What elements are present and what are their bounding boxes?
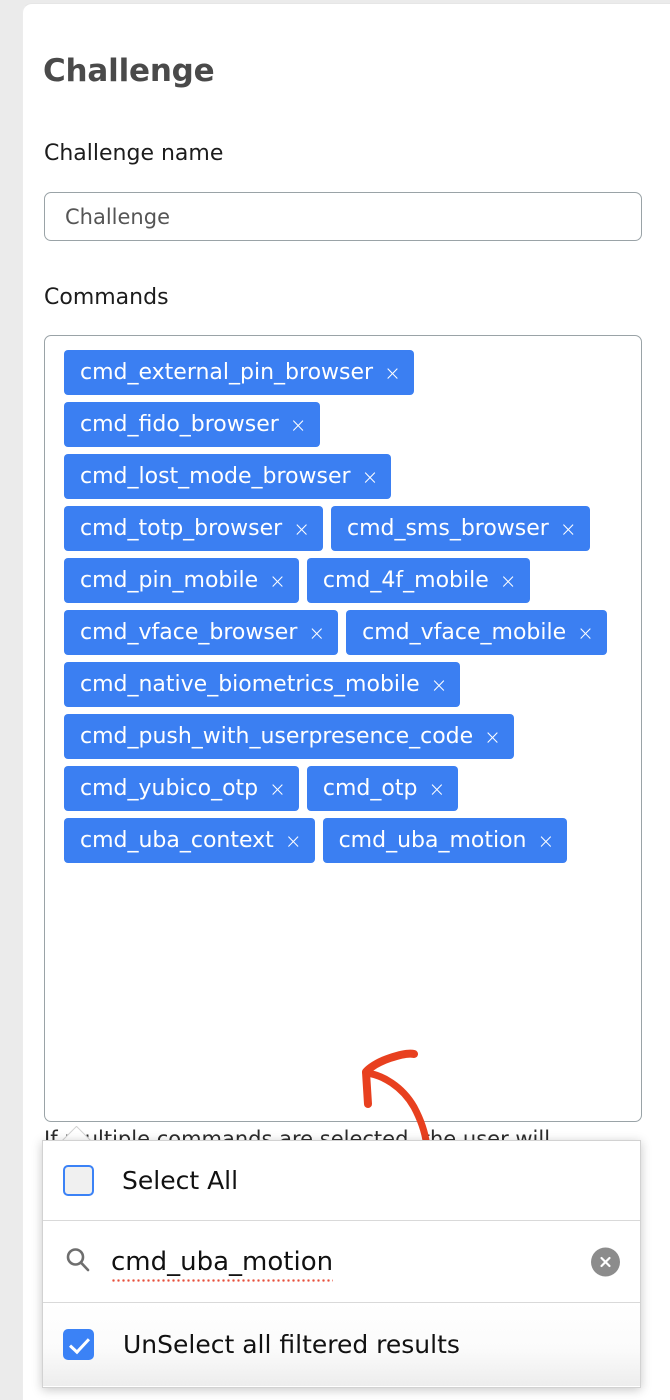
- command-chip-label: cmd_totp_browser: [80, 515, 283, 541]
- dropdown-row-search[interactable]: cmd_uba_motion: [43, 1221, 640, 1303]
- dropdown-row-select-all[interactable]: Select All: [43, 1141, 640, 1221]
- command-chip-remove-icon[interactable]: ×: [384, 360, 401, 385]
- command-chip[interactable]: cmd_external_pin_browser ×: [64, 350, 414, 395]
- command-chip[interactable]: cmd_vface_mobile ×: [346, 610, 607, 655]
- command-chip-label: cmd_native_biometrics_mobile: [80, 671, 420, 697]
- command-chip-remove-icon[interactable]: ×: [361, 464, 379, 489]
- command-chip-label: cmd_fido_browser: [80, 411, 279, 437]
- command-chip-label: cmd_uba_motion: [338, 827, 527, 853]
- command-chip-remove-icon[interactable]: ×: [428, 776, 446, 801]
- select-all-checkbox[interactable]: [63, 1165, 94, 1196]
- command-chip-remove-icon[interactable]: ×: [499, 568, 517, 593]
- command-chip[interactable]: cmd_vface_browser ×: [64, 610, 339, 655]
- command-chip-label: cmd_yubico_otp: [80, 775, 259, 801]
- command-chip[interactable]: cmd_lost_mode_browser ×: [64, 454, 392, 499]
- unselect-all-label: UnSelect all filtered results: [123, 1330, 460, 1359]
- command-chip[interactable]: cmd_yubico_otp ×: [64, 766, 299, 811]
- command-chip[interactable]: cmd_uba_motion ×: [322, 818, 568, 863]
- command-chip-remove-icon[interactable]: ×: [269, 568, 286, 593]
- dropdown-search-input[interactable]: cmd_uba_motion: [111, 1246, 334, 1282]
- dropdown-row-unselect-all[interactable]: UnSelect all filtered results: [43, 1303, 640, 1386]
- command-chip-label: cmd_4f_mobile: [322, 567, 489, 593]
- command-chip-remove-icon[interactable]: ×: [269, 776, 286, 801]
- command-chip[interactable]: cmd_sms_browser ×: [330, 506, 590, 551]
- search-icon: [63, 1245, 93, 1279]
- command-chip[interactable]: cmd_pin_mobile ×: [64, 558, 299, 603]
- command-chip-label: cmd_pin_mobile: [80, 567, 259, 593]
- command-chip-label: cmd_vface_browser: [80, 619, 298, 645]
- page-title: Challenge: [43, 52, 215, 89]
- commands-label: Commands: [44, 285, 169, 310]
- command-chip[interactable]: cmd_push_with_userpresence_code ×: [64, 714, 514, 759]
- clear-search-icon[interactable]: [591, 1247, 620, 1276]
- challenge-name-label: Challenge name: [44, 141, 224, 166]
- command-chip-remove-icon[interactable]: ×: [289, 412, 307, 437]
- command-chip-label: cmd_vface_mobile: [362, 619, 567, 645]
- command-chip-remove-icon[interactable]: ×: [484, 724, 501, 749]
- commands-chips-box[interactable]: cmd_external_pin_browser×cmd_fido_browse…: [44, 335, 642, 1122]
- command-chip-label: cmd_otp: [322, 775, 418, 801]
- command-chip[interactable]: cmd_4f_mobile ×: [306, 558, 530, 603]
- command-chip-label: cmd_sms_browser: [346, 515, 549, 541]
- commands-chip-list: cmd_external_pin_browser×cmd_fido_browse…: [64, 350, 624, 863]
- command-chip-remove-icon[interactable]: ×: [537, 828, 555, 853]
- command-chip[interactable]: cmd_otp ×: [306, 766, 459, 811]
- select-all-label: Select All: [122, 1166, 239, 1195]
- command-chip[interactable]: cmd_totp_browser ×: [64, 506, 323, 551]
- command-chip-label: cmd_lost_mode_browser: [80, 463, 351, 489]
- command-chip[interactable]: cmd_fido_browser ×: [64, 402, 320, 447]
- command-chip-label: cmd_push_with_userpresence_code: [80, 723, 474, 749]
- command-chip-label: cmd_external_pin_browser: [80, 359, 374, 385]
- content-card: Challenge Challenge name Commands cmd_ex…: [22, 3, 670, 1400]
- command-chip-remove-icon[interactable]: ×: [293, 516, 310, 541]
- command-chip-remove-icon[interactable]: ×: [430, 672, 448, 697]
- unselect-all-checkbox[interactable]: [63, 1329, 94, 1360]
- command-chip-remove-icon[interactable]: ×: [559, 516, 577, 541]
- command-chip-label: cmd_uba_context: [80, 827, 274, 853]
- command-chip-remove-icon[interactable]: ×: [577, 620, 594, 645]
- command-chip-remove-icon[interactable]: ×: [284, 828, 302, 853]
- commands-dropdown-panel: Select All cmd_uba_motion UnSelect all f…: [42, 1140, 641, 1388]
- challenge-name-input[interactable]: [44, 192, 642, 241]
- command-chip-remove-icon[interactable]: ×: [308, 620, 326, 645]
- command-chip[interactable]: cmd_uba_context ×: [64, 818, 315, 863]
- command-chip[interactable]: cmd_native_biometrics_mobile ×: [64, 662, 461, 707]
